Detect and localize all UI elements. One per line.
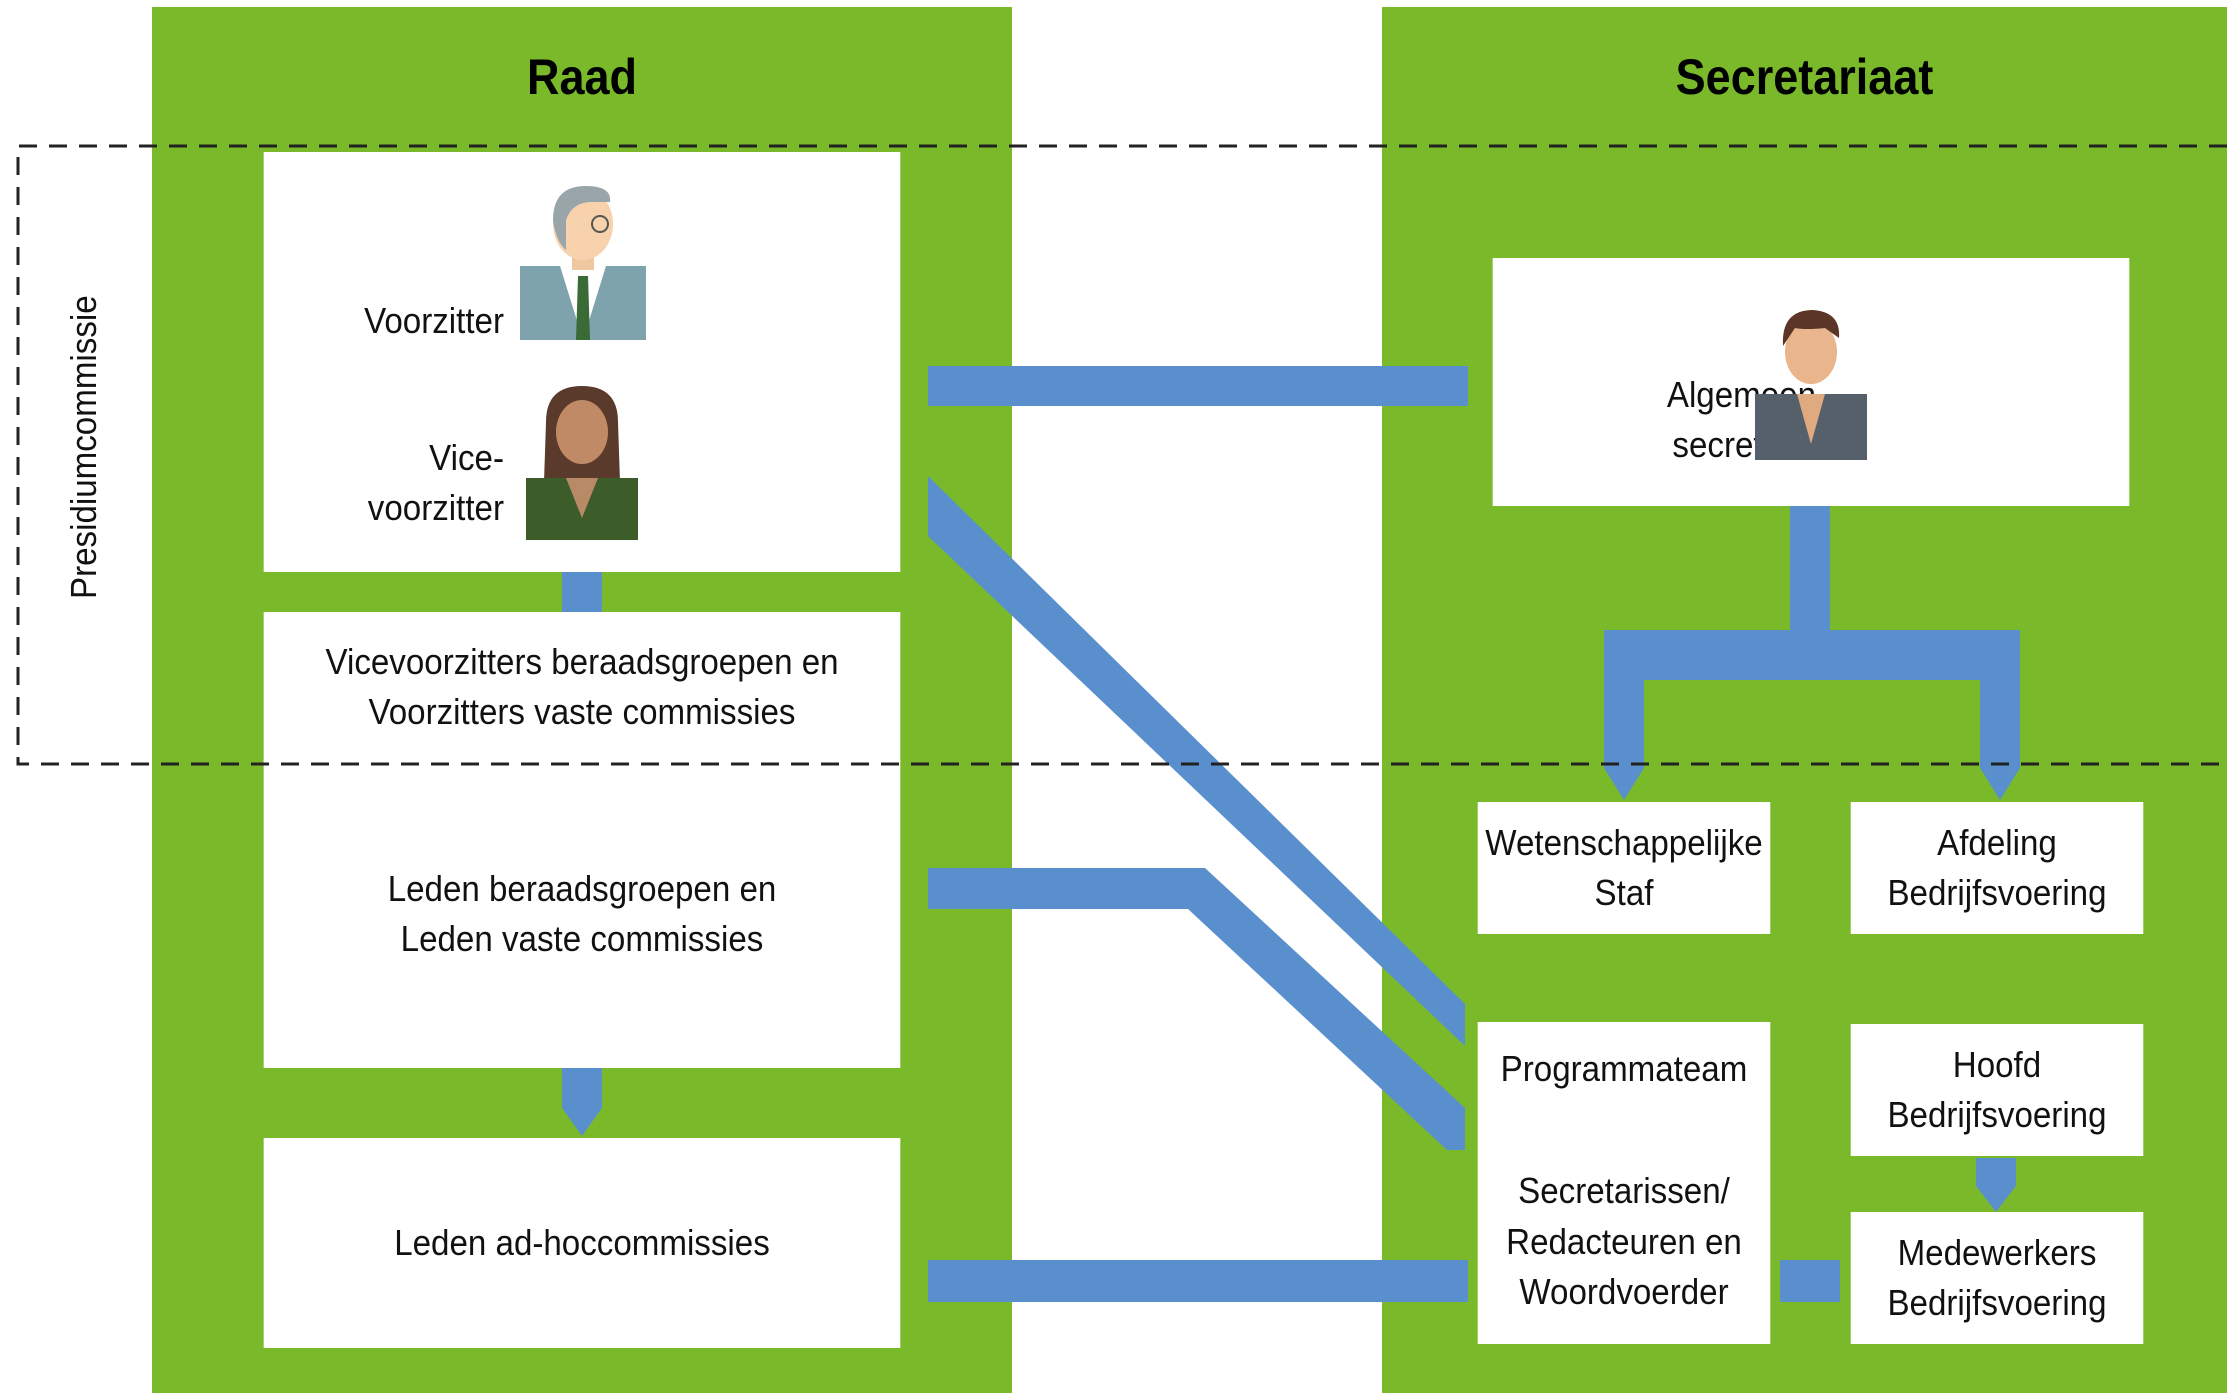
connector-presidium-vice <box>562 570 602 612</box>
medewerkers-bedrijfsvoering-box: Medewerkers Bedrijfsvoering <box>1850 1212 2144 1344</box>
connector-secretarissen-medewerkers <box>1780 1260 1840 1302</box>
wetenschappelijke-staf-box: Wetenschappelijke Staf <box>1477 802 1771 934</box>
vicevoorzitter-label: Vice- voorzitter <box>367 437 504 529</box>
voorzitter-label: Voorzitter <box>364 300 504 341</box>
programmateam-label: Programmateam <box>1500 1048 1748 1089</box>
raad-title: Raad <box>526 49 638 105</box>
connector-diagonal-presidium-programmateam <box>928 476 1465 1046</box>
hoofd-bedrijfsvoering-box: Hoofd Bedrijfsvoering <box>1850 1024 2144 1156</box>
programmateam-box: Programmateam Secretarissen/ Redacteuren… <box>1477 1022 1771 1344</box>
vicevoorzitters-box: Vicevoorzitters beraadsgroepen en Voorzi… <box>263 612 901 762</box>
leden-box: Leden beraadsgroepen en Leden vaste comm… <box>263 760 901 1068</box>
elderly-man-avatar-icon <box>520 186 646 340</box>
secretarissen-label: Secretarissen/ Redacteuren en Woordvoerd… <box>1506 1170 1742 1313</box>
connector-adhoc-secretarissen <box>928 1260 1468 1302</box>
afdeling-bedrijfsvoering-box: Afdeling Bedrijfsvoering <box>1850 802 2144 934</box>
adhoc-box: Leden ad-hoccommissies <box>263 1138 901 1348</box>
arrow-hoofd-medewerkers <box>1976 1158 2016 1212</box>
secretariaat-title: Secretariaat <box>1675 49 1934 105</box>
man-avatar-icon <box>1755 310 1867 460</box>
arrow-leden-adhoc <box>562 1068 602 1136</box>
connector-leden-secretarissen <box>928 868 1465 1150</box>
presidiumcommissie-label: Presidiumcommissie <box>63 295 104 599</box>
woman-avatar-icon <box>526 386 638 540</box>
arrow-algemeen-split <box>1604 506 2020 800</box>
connector-voorzitter-algemeen <box>928 366 1468 406</box>
